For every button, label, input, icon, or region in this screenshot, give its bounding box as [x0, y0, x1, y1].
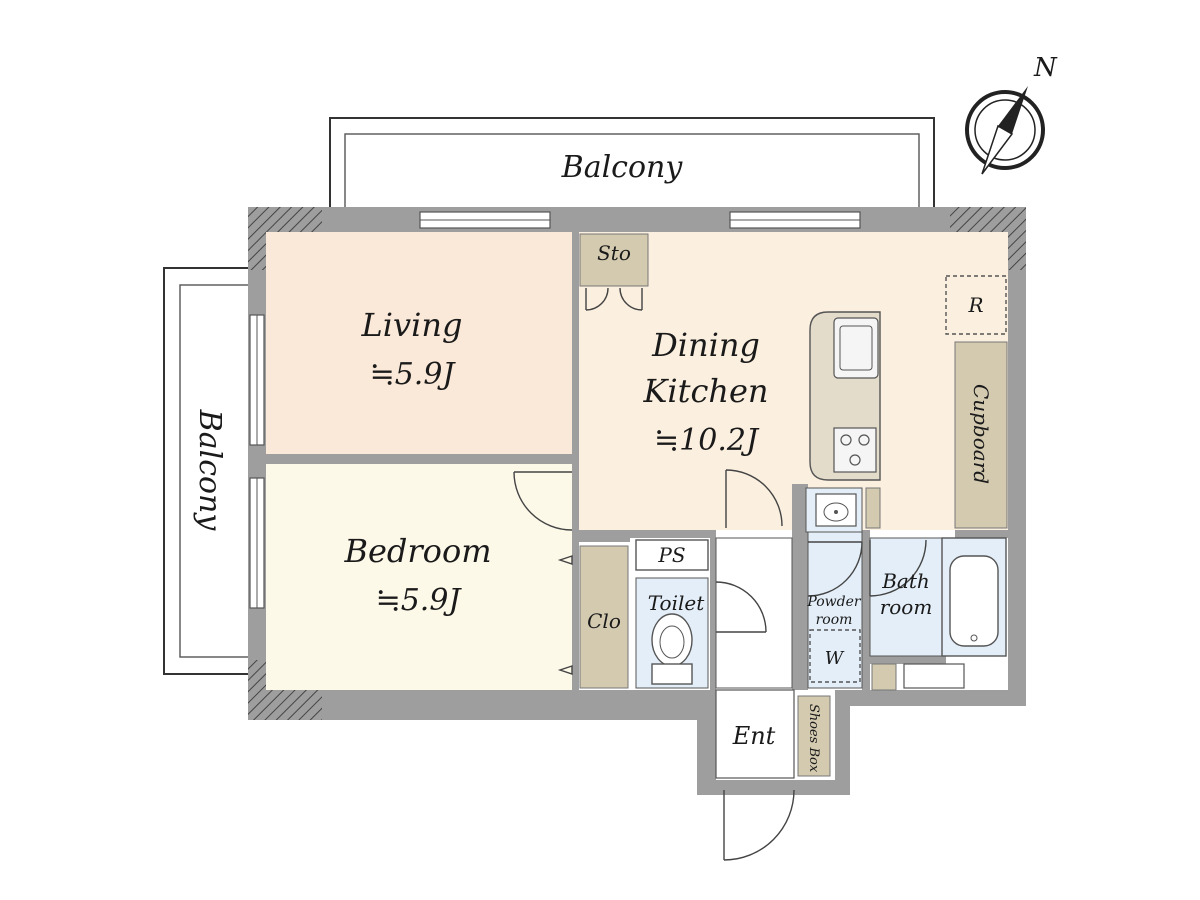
powder-room: [807, 529, 863, 689]
fridge-space: [945, 275, 1007, 335]
bath-label-line2: room: [880, 595, 933, 619]
entrance: [715, 689, 795, 779]
powder-label-line1: Powder: [806, 594, 862, 610]
living-room: [266, 232, 572, 454]
shoes-box-label: Shoes Box: [806, 704, 821, 773]
compass-icon: N: [965, 53, 1058, 175]
bedroom: [266, 464, 572, 690]
bathroom: [869, 537, 943, 657]
cupboard: [954, 341, 1008, 529]
bath-label-line1: Bath: [881, 569, 930, 593]
balcony-top-label: Balcony: [561, 150, 684, 185]
pipe-space: [635, 539, 709, 571]
doors: [513, 287, 927, 861]
closet: [579, 545, 629, 689]
washer-label: W: [825, 648, 845, 669]
powder-label-line2: room: [816, 612, 853, 628]
cupboard-label: Cupboard: [969, 384, 993, 484]
interior-walls: [266, 232, 1008, 690]
toilet-label: Toilet: [648, 591, 705, 615]
storage-label: Sto: [597, 241, 631, 265]
fridge-label: R: [967, 293, 983, 317]
washbasin-icon: [815, 493, 857, 527]
dk-label-line1: Dining: [651, 326, 760, 364]
sink-icon: [833, 317, 879, 379]
dining-kitchen: [578, 232, 1008, 530]
north-label: N: [1033, 53, 1058, 83]
living-label: Living: [361, 306, 463, 344]
balcony-left-label: Balcony: [192, 409, 227, 532]
ps-label: PS: [657, 543, 685, 567]
dk-label-line2: Kitchen: [642, 372, 768, 410]
hallway: [715, 537, 793, 689]
bedroom-label: Bedroom: [343, 532, 491, 570]
kitchen-counter: [809, 311, 881, 481]
shoes-box: [797, 695, 831, 777]
windows: [249, 211, 861, 609]
entrance-label: Ent: [732, 722, 776, 750]
dk-area: ≒10.2J: [654, 423, 760, 458]
bedroom-area: ≒5.9J: [376, 583, 463, 618]
washer-space: [809, 629, 861, 683]
toilet-icon: [651, 613, 693, 685]
bathtub-icon: [941, 537, 1007, 657]
living-area: ≒5.9J: [370, 357, 457, 392]
closet-label: Clo: [587, 609, 621, 633]
storage-closet: [579, 233, 649, 287]
